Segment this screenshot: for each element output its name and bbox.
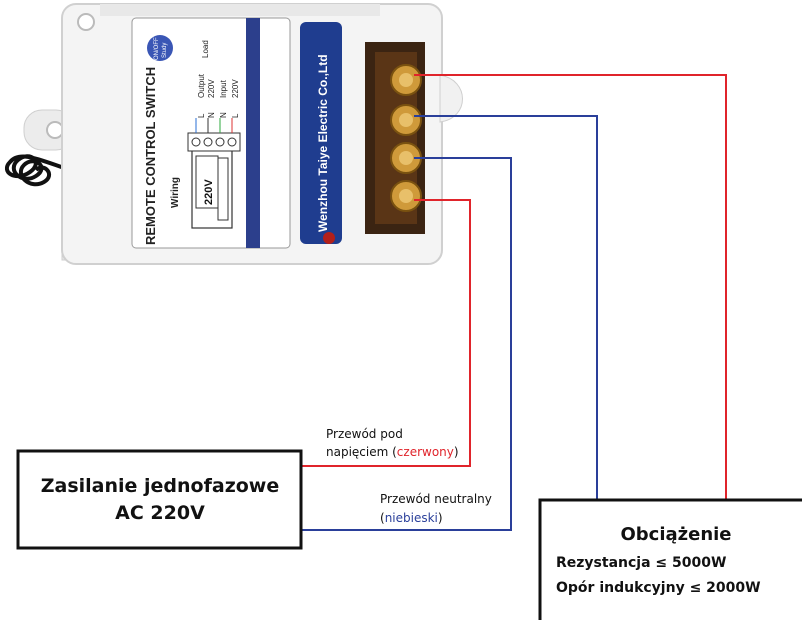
pin-n2: N <box>219 112 228 118</box>
power-supply-box: Zasilanie jednofazowe AC 220V <box>16 449 303 550</box>
wiring-label: Wiring <box>170 177 181 208</box>
neutral-label-suffix: ) <box>438 511 443 525</box>
neutral-wire-to-supply <box>301 157 512 531</box>
device-title: REMOTE CONTROL SWITCH <box>143 67 158 245</box>
indicator-led <box>323 232 335 244</box>
antenna-coil <box>4 154 71 187</box>
live-label-line1: Przewód pod <box>326 427 403 441</box>
input-label: Input <box>219 79 228 98</box>
neutral-wire-to-load <box>414 115 598 500</box>
pin-l1: L <box>197 113 206 118</box>
power-supply-line1: Zasilanie jednofazowe <box>41 475 280 497</box>
output-label: Output <box>197 73 206 98</box>
input-voltage: 220V <box>231 79 240 98</box>
pin-l2: L <box>231 113 240 118</box>
svg-text:(niebieski): (niebieski) <box>380 511 443 525</box>
load-resistance: Rezystancja ≤ 5000W <box>556 555 726 571</box>
power-supply-line2: AC 220V <box>115 502 205 524</box>
neutral-label-prefix: ( <box>380 511 385 525</box>
live-wire-input <box>301 199 471 467</box>
live-wire-label: Przewód pod napięciem (czerwony) <box>326 427 459 459</box>
pin-n1: N <box>207 112 216 118</box>
study-label: Study <box>162 43 168 58</box>
load-inductive: Opór indukcyjny ≤ 2000W <box>556 580 761 596</box>
load-title: Obciążenie <box>620 524 731 545</box>
remote-switch-device: ON/OFF Study REMOTE CONTROL SWITCH Wirin… <box>23 3 463 265</box>
live-wire-output <box>414 74 727 500</box>
neutral-color-label: niebieski <box>385 511 438 525</box>
live-color-label: czerwony <box>397 445 454 459</box>
live-label-suffix: ) <box>454 445 459 459</box>
live-wire-to-supply <box>301 199 471 467</box>
onoff-study-badge: ON/OFF Study <box>147 35 173 61</box>
load-box: Obciążenie Rezystancja ≤ 5000W Opór indu… <box>538 498 802 620</box>
live-wire-to-load <box>414 74 727 500</box>
neutral-label-line1: Przewód neutralny <box>380 492 492 506</box>
manufacturer-label: Wenzhou Taiye Electric Co.,Ltd <box>316 54 330 232</box>
output-voltage: 220V <box>207 79 216 98</box>
neutral-wire-input <box>301 157 512 531</box>
onoff-label: ON/OFF <box>154 37 160 60</box>
wiring-voltage-label: 220V <box>203 179 215 205</box>
live-label-prefix: napięciem ( <box>326 445 397 459</box>
neutral-wire-output <box>414 115 598 500</box>
svg-text:napięciem (czerwony): napięciem (czerwony) <box>326 445 459 459</box>
load-label: Load <box>201 40 210 58</box>
terminal-screws <box>390 64 422 212</box>
neutral-wire-label: Przewód neutralny (niebieski) <box>380 492 492 525</box>
